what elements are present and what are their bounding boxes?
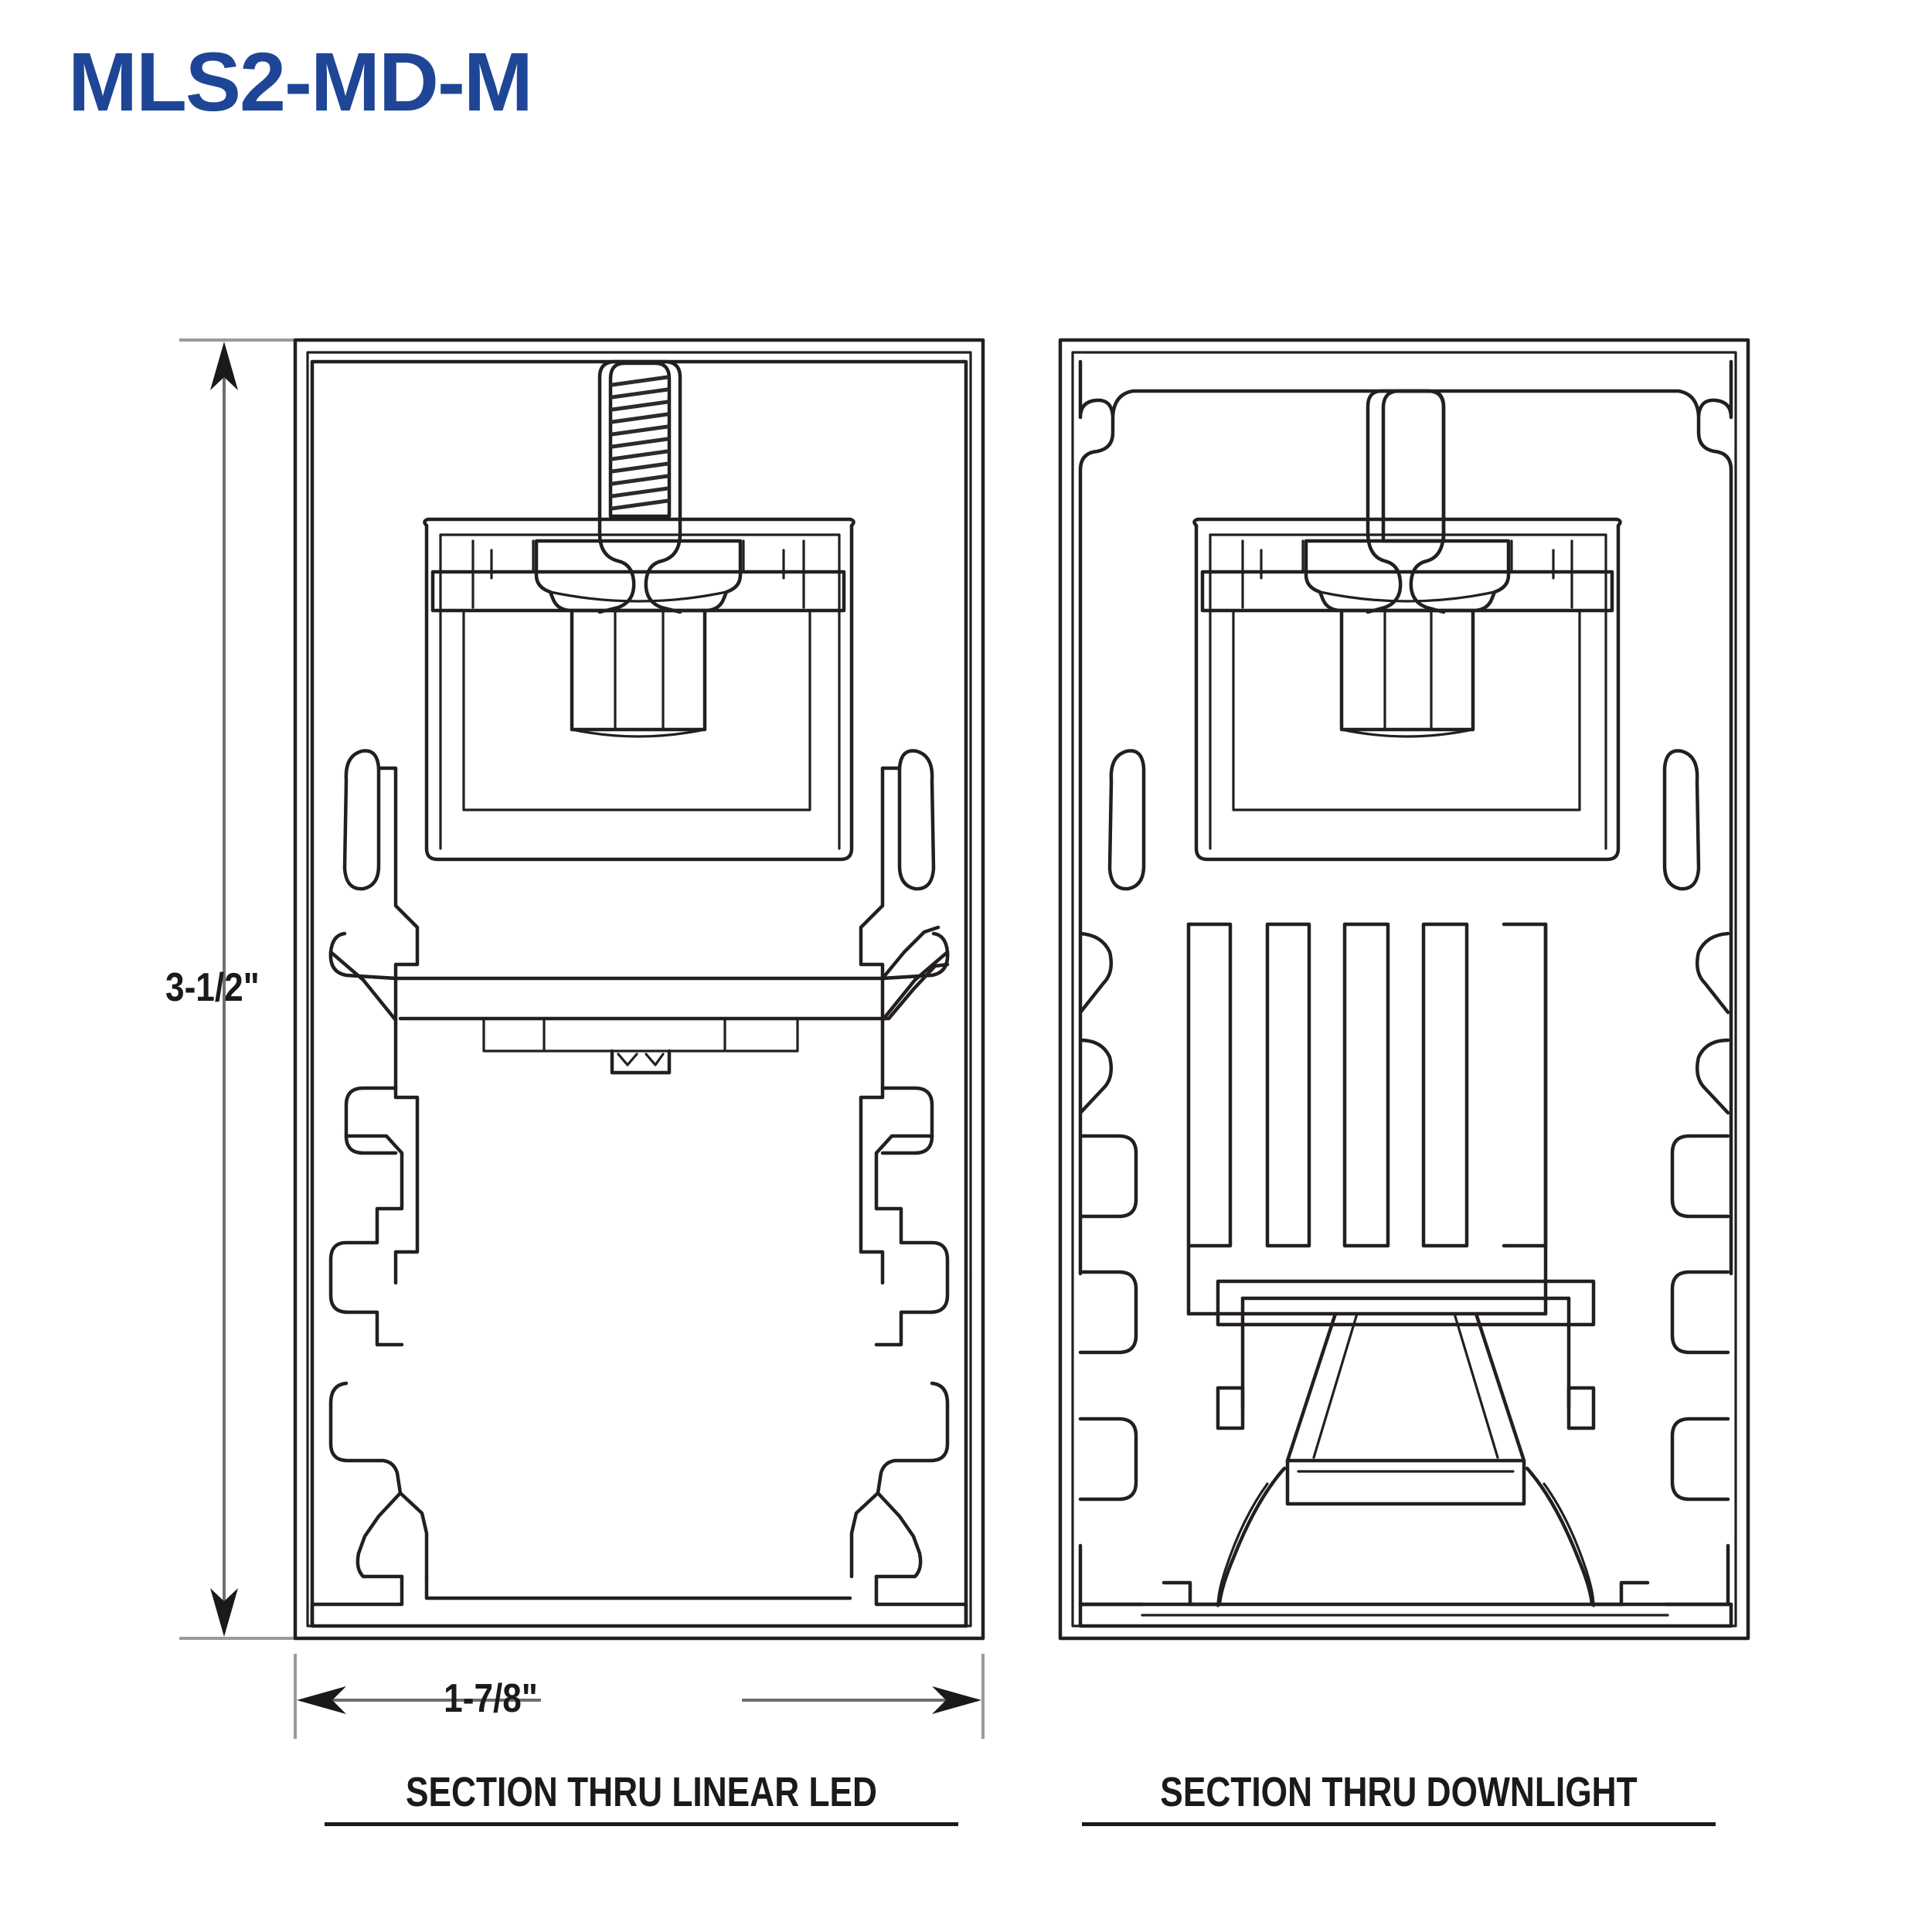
downlight-reflector [1162,1279,1650,1607]
dimension-overall-height [179,338,309,1640]
extrusion-profile-left [1078,749,1146,1607]
dimension-height-label: 3-1/2" [165,965,260,1010]
mounting-flange [1200,539,1614,613]
caption-section-downlight: SECTION THRU DOWNLIGHT [1082,1768,1716,1826]
hex-nut [1304,539,1511,738]
mounting-flange [430,539,846,613]
lower-lip [310,1597,968,1628]
threaded-rod [608,361,672,519]
bottom-lens [1078,1602,1733,1628]
caption-section-downlight-text: SECTION THRU DOWNLIGHT [1082,1768,1716,1826]
extrusion-profile-left [310,749,852,1628]
dimension-width-label: 1-7/8" [444,1676,538,1721]
extrusion-profile-right [1662,749,1730,1607]
caption-section-linear-led: SECTION THRU LINEAR LED [325,1768,958,1826]
section-view-downlight [1058,338,1750,1641]
page-title: MLS2-MD-M [68,35,533,128]
dimension-overall-width [294,1654,985,1739]
driver-housing [1192,517,1622,862]
section-view-linear-led [293,338,985,1641]
caption-section-linear-led-text: SECTION THRU LINEAR LED [325,1768,958,1826]
mounting-stem [1381,389,1446,543]
extrusion-profile-right [849,749,968,1628]
led-lens-pan [393,925,950,1075]
heat-sink-fins [1186,922,1548,1316]
hex-nut [534,539,743,738]
driver-housing [423,517,855,862]
